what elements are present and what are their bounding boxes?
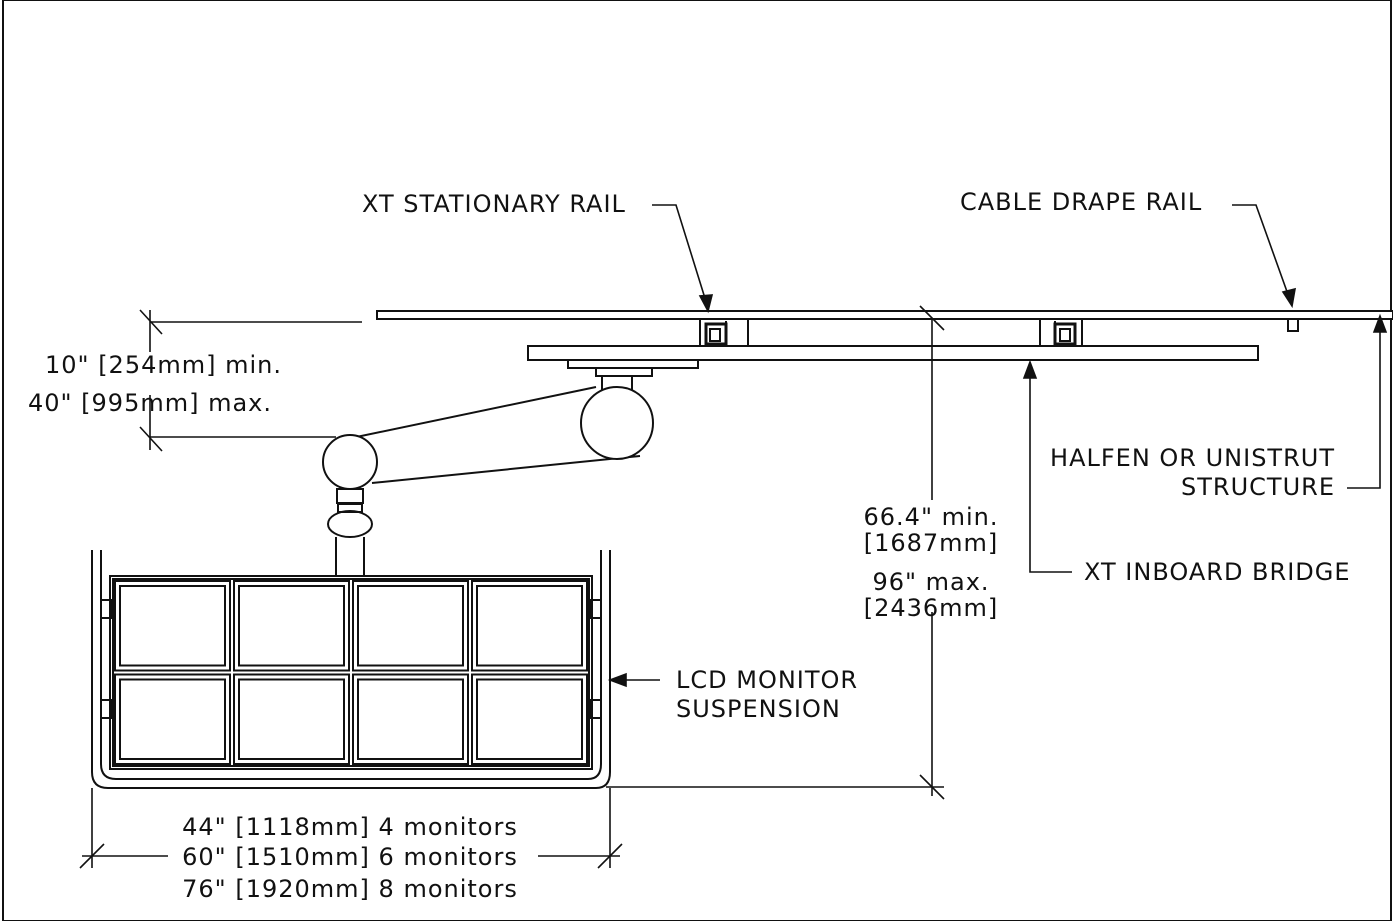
- monitor-screen-inner: [238, 678, 345, 760]
- width-4-monitors-label: 44" [1118mm] 4 monitors: [182, 813, 518, 841]
- monitor-screen-inner: [476, 585, 583, 667]
- height-dimension: [606, 305, 945, 800]
- width-6-monitors-label: 60" [1510mm] 6 monitors: [182, 843, 518, 871]
- lcd-label-line2: SUSPENSION: [676, 695, 841, 723]
- monitor-screen: [233, 580, 350, 672]
- monitor-screen-inner: [238, 585, 345, 667]
- drop-min-label: 10" [254mm] min.: [44, 351, 282, 379]
- rail-carriage-left: [699, 318, 749, 347]
- leader-inboard-bridge: [1022, 359, 1072, 573]
- width-dimension: [79, 788, 623, 869]
- cable-drape-rail: [1287, 318, 1299, 332]
- inboard-bridge-label: XT INBOARD BRIDGE: [1084, 558, 1351, 586]
- monitor-screen-inner: [357, 585, 464, 667]
- drop-dimension: [139, 309, 362, 452]
- monitor-screen-inner: [119, 585, 226, 667]
- drop-max-label: 40" [995mm] max.: [27, 389, 272, 417]
- stationary-rail: [376, 310, 1393, 320]
- rail-carriage-right: [1039, 318, 1083, 347]
- height-max-label: 96" max.: [872, 568, 990, 596]
- monitor-screen: [233, 673, 350, 765]
- monitor-screen-inner: [119, 678, 226, 760]
- cable-drape-rail-label: CABLE DRAPE RAIL: [960, 188, 1203, 216]
- suspension-arm: [322, 376, 654, 576]
- monitor-cradle: [91, 550, 611, 789]
- height-min-label: 66.4" min.: [863, 503, 999, 531]
- monitor-screen: [352, 580, 469, 672]
- monitor-screen: [114, 580, 231, 672]
- lcd-label-line1: LCD MONITOR: [676, 666, 859, 694]
- leader-cable-drape: [1232, 204, 1297, 309]
- height-max-mm-label: [2436mm]: [863, 594, 999, 622]
- monitor-screen: [352, 673, 469, 765]
- monitor-screen: [114, 673, 231, 765]
- monitor-screen-inner: [476, 678, 583, 760]
- leader-stationary-rail: [652, 204, 714, 314]
- inboard-bridge: [527, 345, 1259, 377]
- monitor-screen-inner: [357, 678, 464, 760]
- height-min-mm-label: [1687mm]: [863, 529, 999, 557]
- width-8-monitors-label: 76" [1920mm] 8 monitors: [182, 875, 518, 903]
- halfen-label-line2: STRUCTURE: [1181, 473, 1335, 501]
- halfen-label-line1: HALFEN OR UNISTRUT: [1050, 444, 1335, 472]
- leader-halfen: [1347, 313, 1388, 489]
- leader-lcd: [607, 672, 660, 688]
- monitor-grid: [114, 580, 588, 765]
- monitor-screen: [471, 580, 588, 672]
- stationary-rail-label: XT STATIONARY RAIL: [362, 190, 626, 218]
- monitor-screen: [471, 673, 588, 765]
